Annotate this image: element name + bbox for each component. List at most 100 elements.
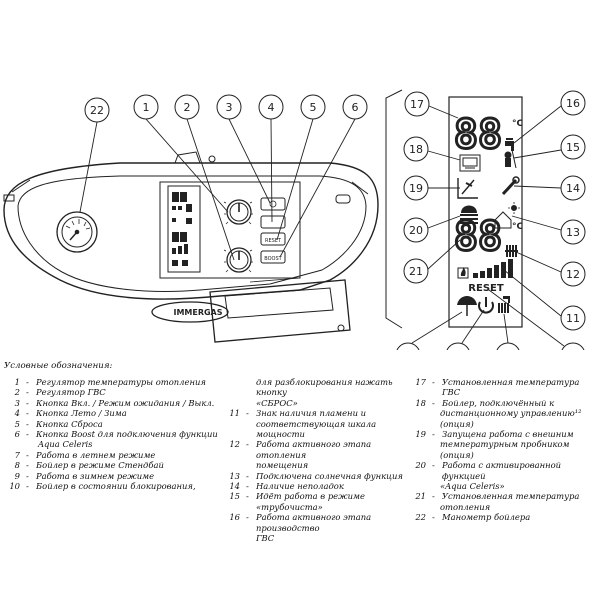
legend-item-dash: -	[432, 397, 435, 408]
display-detail-frame	[448, 96, 523, 328]
legend-item-continuation: температурным пробником (опция)	[440, 439, 570, 460]
legend-item-dash: -	[26, 397, 29, 408]
boiler-body	[3, 151, 379, 300]
heating-knob[interactable]	[226, 199, 252, 225]
legend-item-dash	[246, 377, 256, 398]
on-standby-off-button[interactable]	[260, 197, 286, 211]
legend-item: для разблокирования нажать кнопку	[218, 377, 408, 398]
legend-item-number: 18	[415, 397, 426, 408]
legend-item-dash: -	[432, 429, 435, 440]
wrench-icon	[501, 176, 520, 196]
dhw-knob[interactable]	[226, 247, 252, 273]
legend-item-number: 5	[14, 418, 20, 429]
legend-item-number: 20	[415, 460, 426, 471]
legend-item: 5-Кнопка Сброса	[0, 419, 230, 429]
heating-temp-unit: °C	[512, 222, 524, 232]
legend-item-text: Регулятор ГВС	[36, 387, 106, 398]
legend-item-text: Бойлер, подключённый к	[442, 397, 555, 408]
callout-label: 21	[409, 265, 423, 278]
legend-item-text: Идёт работа в режиме «трубочиста»	[256, 491, 365, 512]
callout-label: 6	[352, 101, 359, 114]
legend-item-dash: -	[246, 481, 249, 492]
aqua-celeris-icon	[460, 205, 478, 224]
display-reset-text: RESET	[468, 283, 504, 294]
legend-item-continuation: «СБРОС»	[256, 397, 298, 408]
boiler-display-icons	[172, 192, 192, 266]
legend-item-text: Знак наличия пламени и	[256, 408, 367, 419]
legend-item-number: 16	[229, 512, 240, 523]
legend-item-text: Установленная температура	[442, 491, 580, 502]
legend-item-number: 22	[415, 512, 426, 523]
callout-label: 7	[405, 349, 412, 350]
legend-item: 17-Установленная температура ГВС	[402, 377, 600, 398]
legend-item: 21-Установленная температура	[402, 491, 600, 501]
reset-button[interactable]	[260, 232, 286, 246]
legend-item: 20-Работа с активированной функцией	[402, 460, 600, 481]
legend-item: 16-Работа активного этапа производство	[218, 512, 408, 533]
callout-label: 20	[409, 224, 423, 237]
legend-item-continuation: «Aqua Celeris»	[440, 481, 505, 492]
legend-item-text: Бойлер в состоянии блокирования,	[36, 481, 196, 492]
display-callouts	[396, 90, 586, 350]
legend-item-dash: -	[246, 491, 249, 502]
callout-label: 16	[566, 97, 580, 110]
legend-item-number	[218, 377, 246, 398]
callout-label: 15	[566, 141, 580, 154]
legend-item-text: для разблокирования нажать кнопку	[256, 377, 393, 398]
legend-item-dash: -	[246, 512, 249, 523]
legend-item: 22-Манометр бойлера	[402, 512, 600, 522]
legend-item-number: 14	[229, 481, 240, 492]
callout-label: 2	[184, 101, 191, 114]
legend-item-dash: -	[26, 470, 29, 481]
external-probe-icon	[457, 178, 478, 199]
legend-item: 8-Бойлер в режиме Стендбай	[0, 460, 230, 470]
legend-item-text: Кнопка Лето / Зима	[36, 408, 127, 419]
legend-item-text: Подключена солнечная функция	[256, 470, 403, 481]
legend-item-number: 3	[14, 397, 20, 408]
legend-item: 7-Работа в летнем режиме	[0, 450, 230, 460]
legend-item-number: 21	[415, 491, 426, 502]
legend-item-text: Регулятор температуры отопления	[36, 377, 206, 387]
callout-label: 5	[310, 101, 317, 114]
legend-item-number: 19	[415, 429, 426, 440]
legend-item-number: 9	[14, 470, 20, 481]
legend-item: 4-Кнопка Лето / Зима	[0, 408, 230, 418]
legend-item-text: Работа в зимнем режиме	[36, 470, 155, 481]
legend-item: 13-Подключена солнечная функция	[218, 471, 408, 481]
brand-logo: IMMERGAS	[173, 308, 222, 317]
legend-item: 1-Регулятор температуры отопления	[0, 377, 230, 387]
legend-item: 19-Запущена работа с внешним	[402, 429, 600, 439]
callout-label: 22	[90, 104, 104, 117]
legend-item-text: Наличие неполадок	[256, 481, 344, 492]
legend-item-text: Установленная температура ГВС	[442, 377, 580, 398]
legend-column-2: для разблокирования нажать кнопку«СБРОС»…	[218, 377, 408, 544]
legend-title: Условные обозначения:	[4, 361, 113, 371]
legend-item-text: Работа в летнем режиме	[36, 449, 156, 460]
legend-item: 6-Кнопка Boost для подключения функции	[0, 429, 230, 439]
detail-bracket	[385, 89, 403, 329]
legend-item-dash: -	[26, 418, 29, 429]
boost-button[interactable]	[260, 250, 286, 264]
dhw-temp-digits: 88	[454, 112, 502, 158]
legend-item-continuation: ГВС	[256, 533, 275, 544]
brand-badge	[151, 301, 229, 323]
legend-item-dash: -	[246, 470, 249, 481]
boost-button-label: BOOST	[264, 256, 282, 262]
boiler-diagram: RESET BOOST IMMERGAS 22 1 2 3 4 5 6 88 °…	[3, 89, 586, 350]
legend-item-dash: -	[432, 377, 435, 387]
legend-item-text: Запущена работа с внешним	[442, 429, 574, 440]
legend-item-number: 1	[14, 377, 20, 387]
callout-label: 9	[505, 349, 512, 350]
legend-item: 2-Регулятор ГВС	[0, 387, 230, 397]
legend-item-text: Кнопка Boost для подключения функции	[36, 429, 218, 440]
summer-winter-button[interactable]	[260, 215, 286, 229]
legend-item: 11-Знак наличия пламени и	[218, 408, 408, 418]
legend-item-dash: -	[246, 439, 249, 450]
legend-item-continuation: Aqua Celeris	[38, 439, 93, 450]
legend-item-dash: -	[26, 429, 29, 440]
legend-item: 3-Кнопка Вкл. / Режим ожидания / Выкл.	[0, 398, 230, 408]
callout-label: 3	[226, 101, 233, 114]
callout-label: 13	[566, 226, 580, 239]
